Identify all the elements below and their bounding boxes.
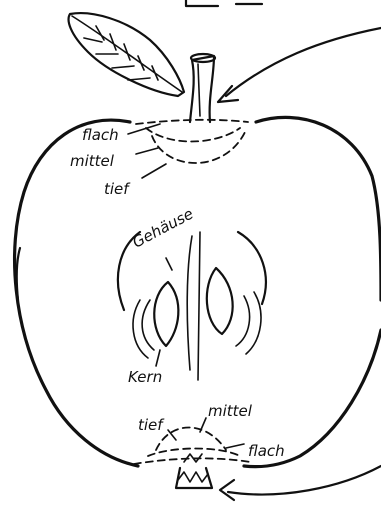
leaf-drawing <box>69 13 184 96</box>
top-frame-fragment <box>186 0 262 6</box>
top-arrow <box>218 28 381 102</box>
label-top-flach: flach <box>82 126 119 144</box>
label-kern: Kern <box>128 368 162 386</box>
label-bottom-flach: flach <box>248 442 285 460</box>
top-depth-lines <box>128 120 248 178</box>
stem-drawing <box>190 54 215 122</box>
core-drawing <box>118 232 266 380</box>
label-top-mittel: mittel <box>70 152 115 170</box>
label-bottom-tief: tief <box>138 416 165 434</box>
label-bottom-mittel: mittel <box>208 402 253 420</box>
label-gehaeuse: Gehäuse <box>129 205 196 252</box>
bottom-arrow <box>220 466 381 500</box>
label-top-tief: tief <box>104 180 131 198</box>
